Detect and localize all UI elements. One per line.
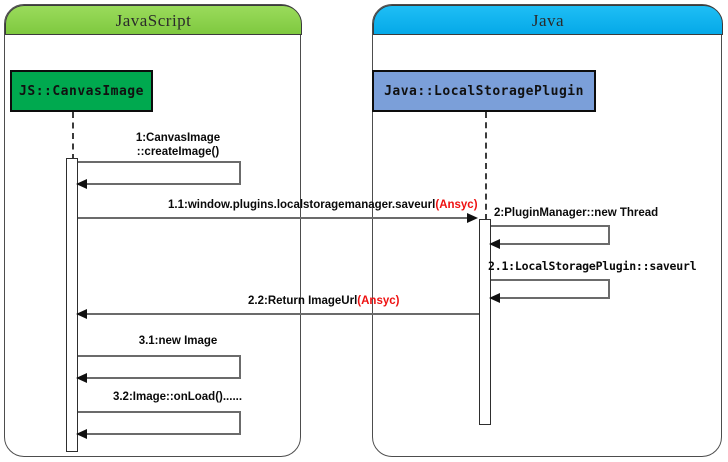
message-3-2-arrowhead: [76, 429, 87, 439]
message-2-1-arrowhead: [489, 293, 500, 303]
activation-js-canvasimage: [66, 158, 78, 452]
message-2-out-line: [491, 225, 610, 227]
message-1-1-text: 1.1:window.plugins.localstoragemanager.s…: [168, 199, 436, 211]
message-2-1-out-line: [491, 279, 610, 281]
message-3-2-return-line: [87, 433, 241, 435]
lifeline-js-canvasimage: [72, 112, 74, 160]
participant-js-canvasimage[interactable]: JS::CanvasImage: [10, 70, 153, 112]
message-1-turn-line: [239, 161, 241, 184]
message-label-1-line2: ::createImage(): [103, 145, 253, 159]
message-label-2-1: 2.1:LocalStoragePlugin::saveurl: [488, 259, 697, 273]
message-2-turn-line: [608, 225, 610, 244]
participant-java-localstorageplugin[interactable]: Java::LocalStoragePlugin: [372, 70, 596, 112]
message-3-1-return-line: [87, 377, 241, 379]
message-2-1-return-line: [500, 297, 610, 299]
message-1-line2-text: ::createImage(): [136, 146, 220, 158]
message-2-1-text: 2.1:LocalStoragePlugin::saveurl: [488, 259, 697, 273]
message-3-2-turn-line: [239, 411, 241, 434]
message-3-1-out-line: [78, 355, 241, 357]
activation-java-localstorageplugin: [479, 219, 491, 425]
message-3-1-turn-line: [239, 355, 241, 378]
message-2-text: 2:PluginManager::new Thread: [494, 207, 659, 219]
message-2-2-async-tag: (Ansyc): [357, 295, 400, 307]
message-label-2: 2:PluginManager::new Thread: [494, 206, 658, 220]
message-3-2-text: 3.2:Image::onLoad()......: [112, 391, 243, 403]
message-label-3-2: 3.2:Image::onLoad()......: [100, 390, 255, 404]
message-2-return-line: [500, 243, 610, 245]
message-2-2-line: [87, 313, 479, 315]
participant-js-canvasimage-label: JS::CanvasImage: [19, 83, 144, 99]
message-1-arrowhead: [76, 179, 87, 189]
frame-javascript: JavaScript: [4, 4, 302, 457]
message-1-1-arrowhead: [467, 213, 478, 223]
message-2-1-turn-line: [608, 279, 610, 298]
frame-javascript-title: JavaScript: [115, 10, 192, 30]
message-3-1-arrowhead: [76, 373, 87, 383]
message-2-2-text: 2.2:Return ImageUrl: [248, 295, 358, 307]
message-3-1-text: 3.1:new Image: [138, 335, 218, 347]
message-1-1-async-tag: (Ansyc): [435, 199, 478, 211]
message-3-2-out-line: [78, 411, 241, 413]
message-label-2-2: 2.2:Return ImageUrl(Ansyc): [248, 294, 399, 308]
message-1-return-line: [87, 183, 241, 185]
frame-java: Java: [372, 4, 723, 457]
message-label-3-1: 3.1:new Image: [103, 334, 253, 348]
participant-java-localstorageplugin-label: Java::LocalStoragePlugin: [384, 83, 584, 99]
message-label-1-1: 1.1:window.plugins.localstoragemanager.s…: [168, 198, 478, 212]
frame-java-header: Java: [373, 5, 723, 35]
lifeline-java-localstorageplugin: [485, 112, 487, 220]
message-2-2-arrowhead: [76, 309, 87, 319]
frame-java-title: Java: [531, 10, 565, 30]
message-1-out-line: [78, 161, 241, 163]
message-2-arrowhead: [489, 239, 500, 249]
frame-javascript-header: JavaScript: [5, 5, 302, 35]
message-label-1-line1: 1:CanvasImage: [103, 131, 253, 145]
message-1-line1-text: 1:CanvasImage: [135, 132, 221, 144]
message-1-1-line: [78, 217, 468, 219]
